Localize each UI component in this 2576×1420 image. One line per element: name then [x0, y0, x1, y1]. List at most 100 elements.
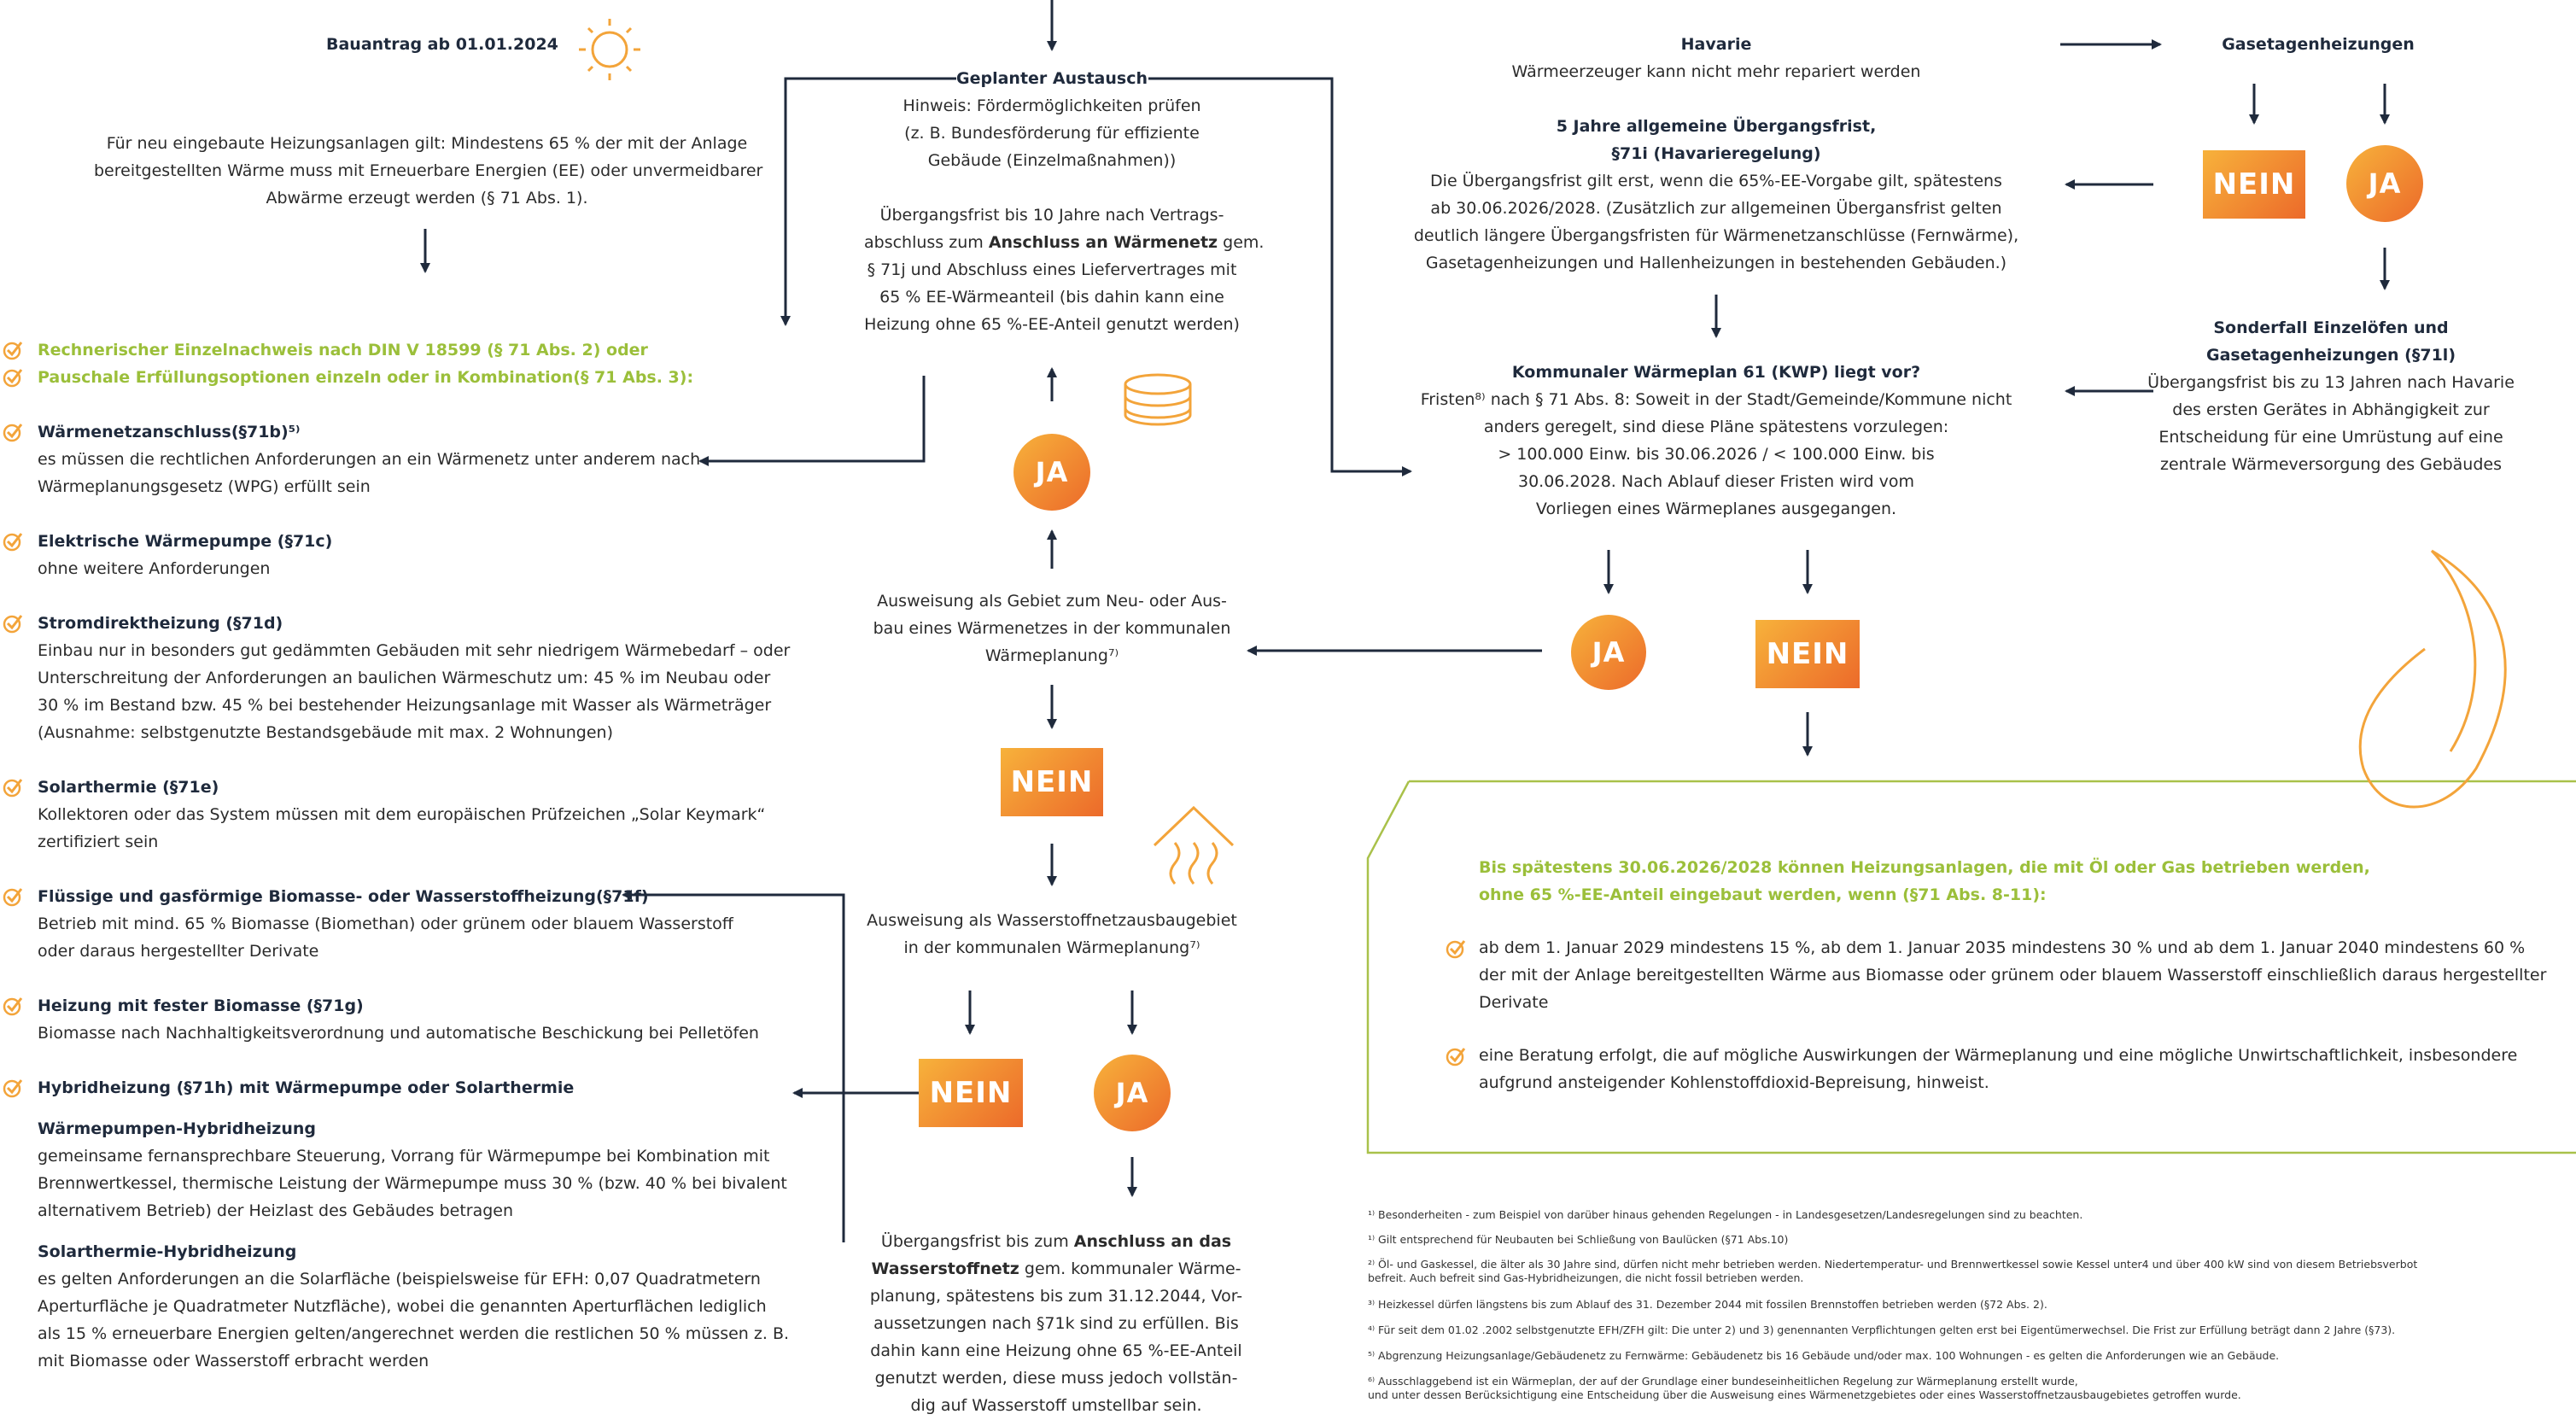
sonderfall-title-2: Gasetagenheizungen (§71l)	[2205, 346, 2456, 365]
bauantrag-title: Bauantrag ab 01.01.2024	[326, 35, 558, 54]
ja-circle-waermenetz: JA	[1013, 434, 1090, 511]
option-title-2: Elektrische Wärmepumpe (§71c)	[38, 532, 333, 551]
nein-box-havarie: NEIN	[2203, 150, 2305, 219]
footnote: ¹⁾ Besonderheiten - zum Beispiel von dar…	[1368, 1208, 2083, 1221]
hybrid-2-line-1: es gelten Anforderungen an die Solarfläc…	[38, 1270, 761, 1289]
option-title-7: Hybridheizung (§71h) mit Wärmepumpe oder…	[38, 1078, 575, 1097]
uebergang-line-2: ab 30.06.2026/2028. (Zusätzlich zur allg…	[1430, 199, 2002, 218]
option-4-line-1: Kollektoren oder das System müssen mit d…	[38, 805, 766, 824]
option-5-line-2: oder daraus hergestellter Derivate	[38, 942, 319, 961]
hybrid-1-line-2: Brennwertkessel, thermische Leistung der…	[38, 1174, 787, 1193]
option-title-3: Stromdirektheizung (§71d)	[38, 614, 283, 633]
sonderfall-line-3: Entscheidung für eine Umrüstung auf eine	[2158, 428, 2503, 447]
footnote: ⁶⁾ Ausschlaggebend ist ein Wärmeplan, de…	[1368, 1375, 2078, 1388]
option-4-line-2: zertifiziert sein	[38, 833, 159, 851]
h2-line-3: planung, spätestens bis zum 31.12.2044, …	[869, 1287, 1243, 1306]
check-icon	[2, 995, 24, 1017]
ausweisung-netz-line-2: bau eines Wärmenetzes in der kommunalen	[873, 619, 1231, 638]
option-3-line-3: 30 % im Bestand bzw. 45 % bei bestehende…	[38, 696, 772, 715]
uebergang-title-2: §71i (Havarieregelung)	[1611, 144, 1821, 163]
h2-line-6: genutzt werden, diese muss jedoch vollst…	[874, 1369, 1238, 1388]
austausch-line-3: Gebäude (Einzelmaßnahmen))	[927, 151, 1177, 170]
ja-circle-h2: JA	[1094, 1055, 1171, 1131]
check-icon	[2, 366, 24, 389]
footnote: ³⁾ Heizkessel dürfen längstens bis zum A…	[1368, 1298, 2047, 1311]
check-icon	[2, 885, 24, 908]
option-title-6: Heizung mit fester Biomasse (§71g)	[38, 996, 364, 1015]
footnote: befreit. Auch befreit sind Gas-Hybridhei…	[1368, 1271, 1804, 1284]
waermenetz-line-3: § 71j und Abschluss eines Liefervertrage…	[867, 260, 1237, 279]
box-item1-line-2: der mit der Anlage bereitgestellten Wärm…	[1479, 966, 2547, 985]
check-icon	[2, 776, 24, 798]
austausch-line-2: (z. B. Bundesförderung für effiziente	[904, 124, 1200, 143]
ja-circle-havarie: JA	[2346, 145, 2423, 222]
check-icon	[2, 530, 24, 552]
nein-box-h2: NEIN	[919, 1059, 1023, 1127]
ausweisung-netz-line-3: Wärmeplanung⁷⁾	[984, 646, 1119, 665]
ausweisung-netz-line-1: Ausweisung als Gebiet zum Neu- oder Aus-	[877, 592, 1227, 611]
footnote: ¹⁾ Gilt entsprechend für Neubauten bei S…	[1368, 1233, 1789, 1246]
h2-line-1: Übergangsfrist bis zum Anschluss an das	[880, 1232, 1232, 1251]
h2-line-7: dig auf Wasserstoff umstellbar sein.	[910, 1396, 1202, 1415]
kwp-line-4: 30.06.2028. Nach Ablauf dieser Fristen w…	[1518, 472, 1914, 491]
uebergang-title-1: 5 Jahre allgemeine Übergangsfrist,	[1556, 117, 1877, 136]
havarie-text: Wärmeerzeuger kann nicht mehr repariert …	[1511, 62, 1921, 81]
sun-icon	[579, 19, 640, 80]
sonderfall-title-1: Sonderfall Einzelöfen und	[2213, 318, 2449, 337]
waermenetz-line-2: abschluss zum Anschluss an Wärmenetz gem…	[864, 233, 1265, 252]
gasetagen-title: Gasetagenheizungen	[2222, 35, 2415, 54]
option-3-line-1: Einbau nur in besonders gut gedämmten Ge…	[38, 641, 791, 660]
ausweisung-h2-line-1: Ausweisung als Wasserstoffnetzausbaugebi…	[867, 911, 1237, 930]
hybrid-1-line-1: gemeinsame fernansprechbare Steuerung, V…	[38, 1147, 770, 1166]
hybrid-title-1: Wärmepumpen-Hybridheizung	[38, 1119, 316, 1138]
option-5-line-1: Betrieb mit mind. 65 % Biomasse (Biometh…	[38, 915, 733, 933]
check-icon	[2, 421, 24, 443]
hybrid-2-line-2: Aperturfläche je Quadratmeter Nutzfläche…	[38, 1297, 767, 1316]
option-6-line-1: Biomasse nach Nachhaltigkeitsverordnung …	[38, 1024, 759, 1043]
option-3-line-4: (Ausnahme: selbstgenutzte Bestandsgebäud…	[38, 723, 613, 742]
uebergang-line-3: deutlich längere Übergangsfristen für Wä…	[1413, 226, 2019, 245]
waermenetz-line-1: Übergangsfrist bis 10 Jahre nach Vertrag…	[879, 206, 1224, 225]
kwp-line-2: anders geregelt, sind diese Pläne spätes…	[1483, 418, 1949, 436]
kwp-title: Kommunaler Wärmeplan 61 (KWP) liegt vor?	[1511, 363, 1921, 382]
h2-line-5: dahin kann eine Heizung ohne 65 %-EE-Ant…	[870, 1341, 1242, 1360]
option-title-4: Solarthermie (§71e)	[38, 778, 219, 797]
check-icon	[2, 612, 24, 634]
check-icon	[2, 339, 24, 361]
option-title-5: Flüssige und gasförmige Biomasse- oder W…	[38, 887, 649, 906]
footnote: und unter dessen Berücksichtigung eine E…	[1368, 1388, 2241, 1401]
box-title-1: Bis spätestens 30.06.2026/2028 können He…	[1479, 858, 2370, 877]
box-item1-line-3: Derivate	[1479, 993, 1549, 1012]
option-3-line-2: Unterschreitung der Anforderungen an bau…	[38, 669, 771, 687]
sonderfall-line-1: Übergangsfrist bis zu 13 Jahren nach Hav…	[2147, 373, 2515, 392]
sonderfall-line-2: des ersten Gerätes in Abhängigkeit zur	[2172, 400, 2490, 419]
waermenetz-line-5: Heizung ohne 65 %-EE-Anteil genutzt werd…	[864, 315, 1240, 334]
green-item-1: Rechnerischer Einzelnachweis nach DIN V …	[38, 341, 648, 359]
kwp-line-1: Fristen⁸⁾ nach § 71 Abs. 8: Soweit in de…	[1420, 390, 2012, 409]
ausweisung-h2-line-2: in der kommunalen Wärmeplanung⁷⁾	[903, 938, 1200, 957]
coins-icon	[1124, 373, 1192, 426]
h2-line-4: aussetzungen nach §71k sind zu erfüllen.…	[873, 1314, 1239, 1333]
sonderfall-line-4: zentrale Wärmeversorgung des Gebäudes	[2160, 455, 2502, 474]
intro-line-3: Abwärme erzeugt werden (§ 71 Abs. 1).	[266, 189, 588, 207]
option-1-line-2: Wärmeplanungsgesetz (WPG) erfüllt sein	[38, 477, 371, 496]
intro-line-2: bereitgestellten Wärme muss mit Erneuerb…	[94, 161, 763, 180]
uebergang-line-1: Die Übergangsfrist gilt erst, wenn die 6…	[1430, 172, 2002, 190]
green-item-2: Pauschale Erfüllungsoptionen einzeln ode…	[38, 368, 694, 387]
hybrid-title-2: Solarthermie-Hybridheizung	[38, 1242, 297, 1261]
kwp-line-3: > 100.000 Einw. bis 30.06.2026 / < 100.0…	[1498, 445, 1935, 464]
hybrid-1-line-3: alternativem Betrieb) der Heizlast des G…	[38, 1201, 514, 1220]
nein-box-netz: NEIN	[1001, 748, 1103, 816]
box-title-2: ohne 65 %-EE-Anteil eingebaut werden, we…	[1479, 885, 2047, 904]
uebergang-line-4: Gasetagenheizungen und Hallenheizungen i…	[1425, 254, 2007, 272]
austausch-line-1: Hinweis: Fördermöglichkeiten prüfen	[902, 96, 1201, 115]
footnote: ²⁾ Öl- und Gaskessel, die älter als 30 J…	[1368, 1258, 2418, 1271]
house-heat-icon	[1153, 805, 1235, 885]
option-1-line-1: es müssen die rechtlichen Anforderungen …	[38, 450, 701, 469]
box-item2-line-2: aufgrund ansteigender Kohlenstoffdioxid-…	[1479, 1073, 1989, 1092]
check-icon	[1446, 940, 1466, 959]
check-icon	[1446, 1048, 1466, 1066]
waermenetz-line-4: 65 % EE-Wärmeanteil (bis dahin kann eine	[879, 288, 1224, 307]
kwp-line-5: Vorliegen eines Wärmeplanes ausgegangen.	[1535, 500, 1897, 518]
footnote: ⁵⁾ Abgrenzung Heizungsanlage/Gebäudenetz…	[1368, 1349, 2280, 1362]
